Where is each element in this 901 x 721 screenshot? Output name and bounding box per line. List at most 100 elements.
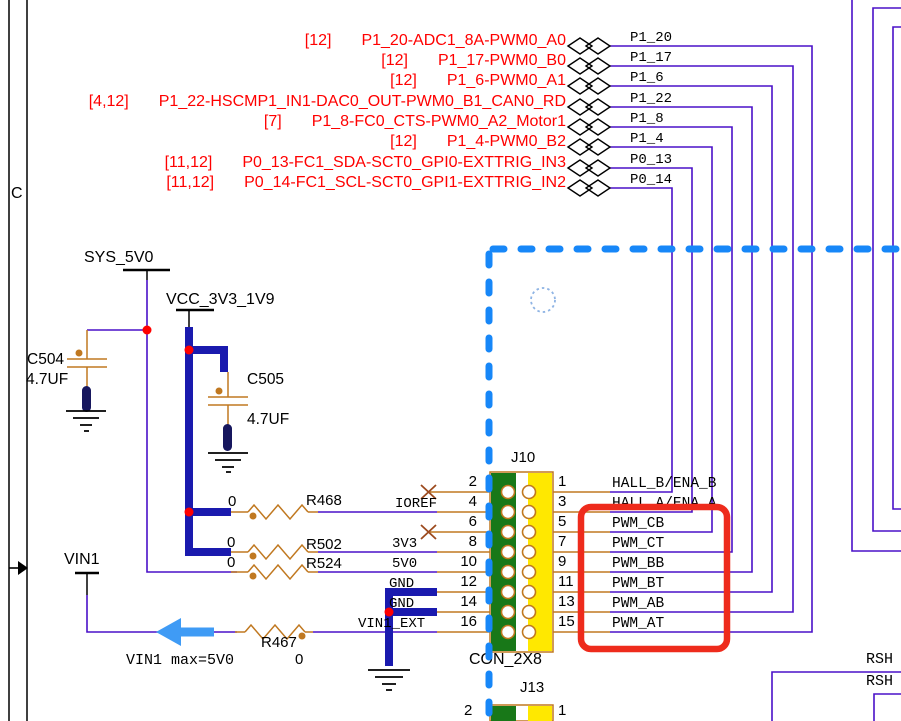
net-label: P1_22 xyxy=(630,91,673,107)
power-label-sys5v0: SYS_5V0 xyxy=(84,249,154,266)
net-label: PWM_CB xyxy=(612,516,665,532)
pin-number: 8 xyxy=(468,533,477,550)
signal-tag: [4,12] xyxy=(88,93,129,110)
pin-number: 6 xyxy=(468,513,477,530)
pin-label: GND xyxy=(389,596,415,612)
signal-name: P1_20-ADC1_8A-PWM0_A0 xyxy=(361,32,566,49)
pin-number: 3 xyxy=(558,493,567,510)
net-label: P1_4 xyxy=(630,131,664,147)
cap-value: 4.7UF xyxy=(247,411,290,428)
signal-tag: [11,12] xyxy=(164,154,213,171)
pin-number: 14 xyxy=(460,593,477,610)
header-signal-row: [12] P1_6-PWM0_A1 xyxy=(390,72,566,90)
offpage-connector-icons xyxy=(566,37,612,197)
no-connect-icon xyxy=(420,484,437,540)
pin-label: 3V3 xyxy=(392,536,418,552)
pin-number: 5 xyxy=(558,513,567,530)
pin-number: 9 xyxy=(558,553,567,570)
power-label-vin1: VIN1 xyxy=(64,551,100,568)
header-signal-row: [12]P1_17-PWM0_B0 xyxy=(381,52,566,70)
res-ref: R502 xyxy=(306,536,342,553)
component-artwork xyxy=(67,330,610,641)
header-signal-row: [11,12] P0_13-FC1_SDA-SCT0_GPI0-EXTTRIG_I… xyxy=(164,154,566,172)
signal-wires xyxy=(86,0,901,721)
net-label: PWM_AB xyxy=(612,596,665,612)
signal-tag: [12] xyxy=(390,72,417,89)
power-bar-icons xyxy=(75,268,214,595)
j13-designator: J13 xyxy=(520,679,545,696)
signal-name: P1_8-FC0_CTS-PWM0_A2_Motor1 xyxy=(311,113,566,130)
net-label: PWM_BB xyxy=(612,556,665,572)
j13-connector-body xyxy=(489,704,554,721)
pin-number: 2 xyxy=(468,473,477,490)
net-label: PWM_BT xyxy=(612,576,665,592)
pin-label: IOREF xyxy=(395,496,438,512)
signal-name: P1_22-HSCMP1_IN1-DAC0_OUT-PWM0_B1_CAN0_R… xyxy=(158,93,566,110)
junction-dots xyxy=(142,325,394,617)
pin-number: 12 xyxy=(460,573,477,590)
signal-tag: [11,12] xyxy=(166,174,215,191)
res-ref: R524 xyxy=(306,555,342,572)
pin-number: 1 xyxy=(558,473,567,490)
header-signal-row: [7] P1_8-FC0_CTS-PWM0_A2_Motor1 xyxy=(263,113,566,131)
signal-tag: [12] xyxy=(390,133,417,150)
pin-number: 4 xyxy=(468,493,477,510)
header-signal-row: [12] P1_4-PWM0_B2 xyxy=(390,133,566,151)
signal-tag: [12] xyxy=(304,32,332,49)
pin-number: 13 xyxy=(558,593,575,610)
net-label: P0_13 xyxy=(630,152,673,168)
border-row-label: C xyxy=(11,185,23,202)
signal-tag: [12] xyxy=(381,52,408,69)
highlight-rect xyxy=(577,503,731,653)
res-ref: R467 xyxy=(261,634,297,651)
signal-tag: [7] xyxy=(263,113,282,130)
header-signal-row: [11,12] P0_14-FC1_SCL-SCT0_GPI1-EXTTRIG_I… xyxy=(166,174,566,192)
pin-number: 15 xyxy=(558,613,575,630)
component-dots xyxy=(75,349,306,640)
cap-value: 4.7UF xyxy=(26,371,69,388)
ground-icon xyxy=(66,410,410,691)
res-value: 0 xyxy=(227,554,236,571)
res-value: 0 xyxy=(227,534,236,551)
gnd-stub-blobs xyxy=(82,386,232,451)
pin-number: 1 xyxy=(558,702,567,719)
net-label: P1_6 xyxy=(630,70,664,86)
net-label: RSH xyxy=(866,673,894,690)
signal-name: P0_14-FC1_SCL-SCT0_GPI1-EXTTRIG_IN2 xyxy=(244,174,566,191)
sheet-border xyxy=(8,0,28,721)
pin-number: 2 xyxy=(464,702,473,719)
net-label: PWM_AT xyxy=(612,616,665,632)
pin-number: 11 xyxy=(558,573,574,590)
direction-arrow-icon xyxy=(156,618,214,646)
note-vin1-max: VIN1 max=5V0 xyxy=(126,652,235,669)
partition-dash-lines xyxy=(485,245,901,721)
pin-label: GND xyxy=(389,576,415,592)
power-label-vcc: VCC_3V3_1V9 xyxy=(166,291,275,308)
pin-number: 10 xyxy=(460,553,477,570)
header-signal-row: [12] P1_20-ADC1_8A-PWM0_A0 xyxy=(304,32,566,50)
net-label: RSH xyxy=(866,651,894,668)
res-value: 0 xyxy=(295,651,304,668)
signal-name: P1_4-PWM0_B2 xyxy=(446,133,566,150)
j10-connector-body xyxy=(489,471,554,653)
cap-ref: C505 xyxy=(247,371,285,388)
signal-name: P0_13-FC1_SDA-SCT0_GPI0-EXTTRIG_IN3 xyxy=(242,154,566,171)
res-ref: R468 xyxy=(306,492,342,509)
dotted-circle-marker xyxy=(530,287,556,313)
pin-number: 7 xyxy=(558,533,567,550)
pin-label: 5V0 xyxy=(392,556,418,572)
border-arrow-icon xyxy=(18,561,28,575)
net-label: P1_8 xyxy=(630,111,664,127)
net-label: P1_20 xyxy=(630,30,673,46)
pin-number: 16 xyxy=(460,613,477,630)
net-label: P1_17 xyxy=(630,50,673,66)
signal-name: P1_6-PWM0_A1 xyxy=(446,72,566,89)
net-label: PWM_CT xyxy=(612,536,665,552)
j10-designator: J10 xyxy=(511,449,536,466)
cap-ref: C504 xyxy=(27,351,65,368)
net-label: HALL_B/ENA_B xyxy=(612,476,717,492)
power-bus xyxy=(185,327,437,666)
